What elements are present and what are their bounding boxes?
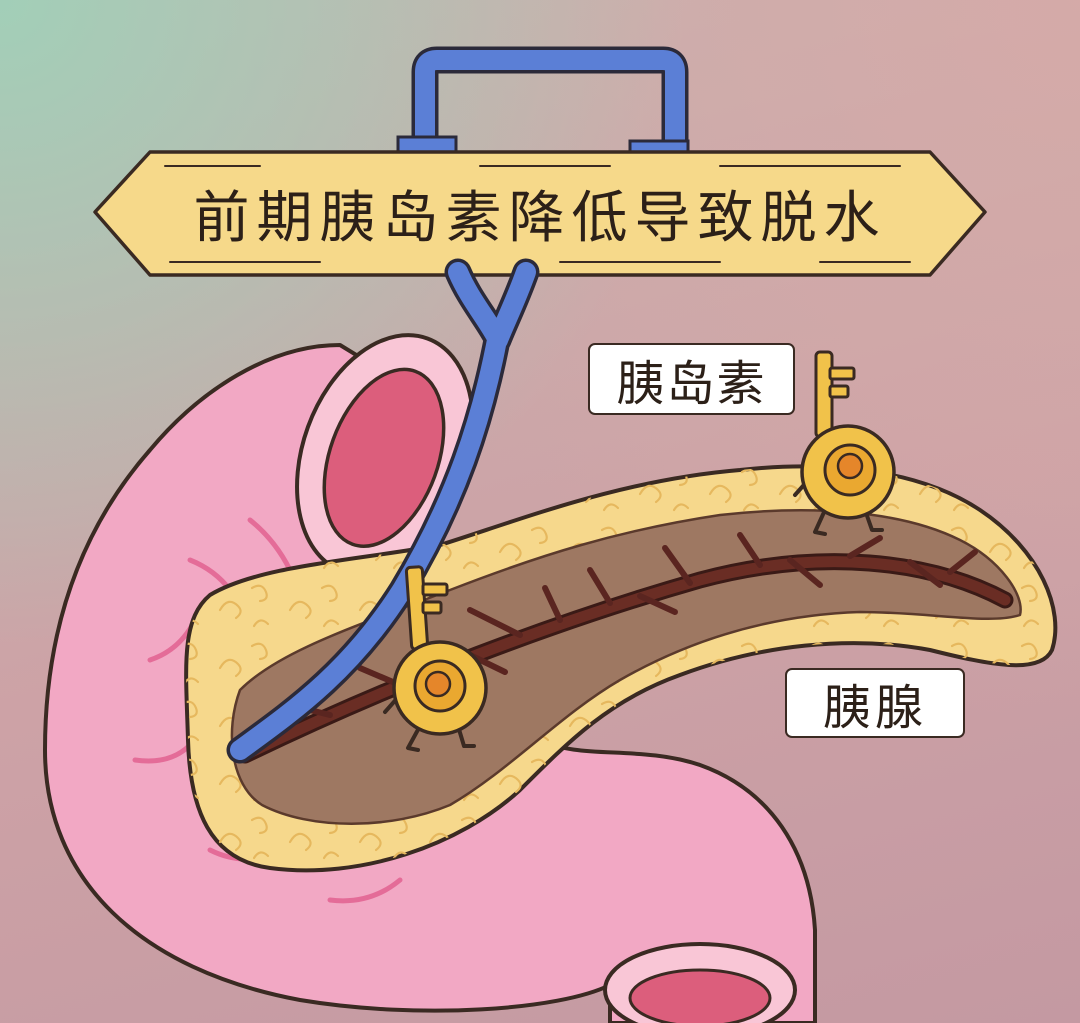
- pancreas-core: [230, 509, 1022, 825]
- blue-handle: [396, 46, 690, 164]
- insulin-key-icon: [793, 350, 896, 536]
- blood-vessel: [226, 258, 540, 764]
- label-insulin: 胰岛素: [588, 343, 795, 415]
- label-pancreas: 胰腺: [785, 668, 965, 738]
- banner-title: 前期胰岛素降低导致脱水: [193, 186, 887, 251]
- insulin-key-icon: [383, 565, 488, 752]
- title-banner: [93, 150, 987, 277]
- duodenum-opening-bottom: [603, 942, 797, 1023]
